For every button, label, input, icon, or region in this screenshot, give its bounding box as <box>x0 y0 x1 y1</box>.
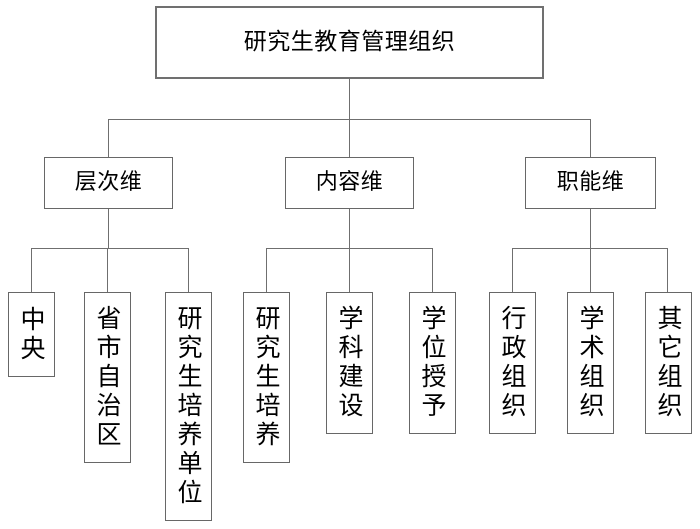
node-root: 研究生教育管理组织 <box>155 6 544 79</box>
node-leaf-administrative-organization-label: 行政组织 <box>498 305 527 421</box>
node-leaf-academic-organization: 学术组织 <box>567 292 614 434</box>
connector-drop-branch-0 <box>108 119 109 158</box>
connector-drop-branch-2 <box>590 119 591 158</box>
node-leaf-graduate-training-label: 研究生培养 <box>252 305 281 450</box>
connector-branch2-child-1 <box>590 248 591 292</box>
node-branch-level-dimension-label: 层次维 <box>74 170 143 196</box>
node-leaf-academic-organization-label: 学术组织 <box>576 305 605 421</box>
node-leaf-other-organization-label: 其它组织 <box>654 305 683 421</box>
connector-branch2-child-0 <box>512 248 513 292</box>
node-branch-function-dimension-label: 职能维 <box>556 170 625 196</box>
node-root-label: 研究生教育管理组织 <box>243 29 456 56</box>
node-leaf-central: 中央 <box>8 292 55 377</box>
node-branch-level-dimension: 层次维 <box>44 157 173 209</box>
connector-branch0-child-0 <box>31 248 32 292</box>
node-leaf-degree-conferral-label: 学位授予 <box>418 305 447 421</box>
connector-branch2-child-2 <box>667 248 668 292</box>
connector-root-stem <box>349 79 350 120</box>
node-leaf-province-city-autonomous-region-label: 省市自治区 <box>93 305 122 450</box>
connector-branch0-child-1 <box>107 248 108 292</box>
node-leaf-discipline-construction: 学科建设 <box>326 292 373 434</box>
connector-branch0-stem <box>108 209 109 248</box>
node-leaf-central-label: 中央 <box>17 305 46 364</box>
connector-branch1-stem <box>349 209 350 248</box>
node-leaf-degree-conferral: 学位授予 <box>409 292 456 434</box>
node-branch-content-dimension-label: 内容维 <box>315 170 384 196</box>
node-leaf-discipline-construction-label: 学科建设 <box>335 305 364 421</box>
connector-branch0-child-2 <box>188 248 189 292</box>
node-leaf-other-organization: 其它组织 <box>645 292 692 434</box>
node-leaf-administrative-organization: 行政组织 <box>489 292 536 434</box>
node-leaf-graduate-training-unit: 研究生培养单位 <box>165 292 212 521</box>
node-leaf-graduate-training: 研究生培养 <box>243 292 290 463</box>
connector-drop-branch-1 <box>349 119 350 158</box>
connector-branch1-child-2 <box>432 248 433 292</box>
connector-branch1-child-1 <box>349 248 350 292</box>
node-leaf-graduate-training-unit-label: 研究生培养单位 <box>174 305 203 508</box>
connector-branch1-child-0 <box>266 248 267 292</box>
node-branch-content-dimension: 内容维 <box>285 157 414 209</box>
connector-branch2-stem <box>590 209 591 248</box>
node-branch-function-dimension: 职能维 <box>525 157 656 209</box>
connector-branch0-bus <box>31 248 188 249</box>
node-leaf-province-city-autonomous-region: 省市自治区 <box>84 292 131 463</box>
